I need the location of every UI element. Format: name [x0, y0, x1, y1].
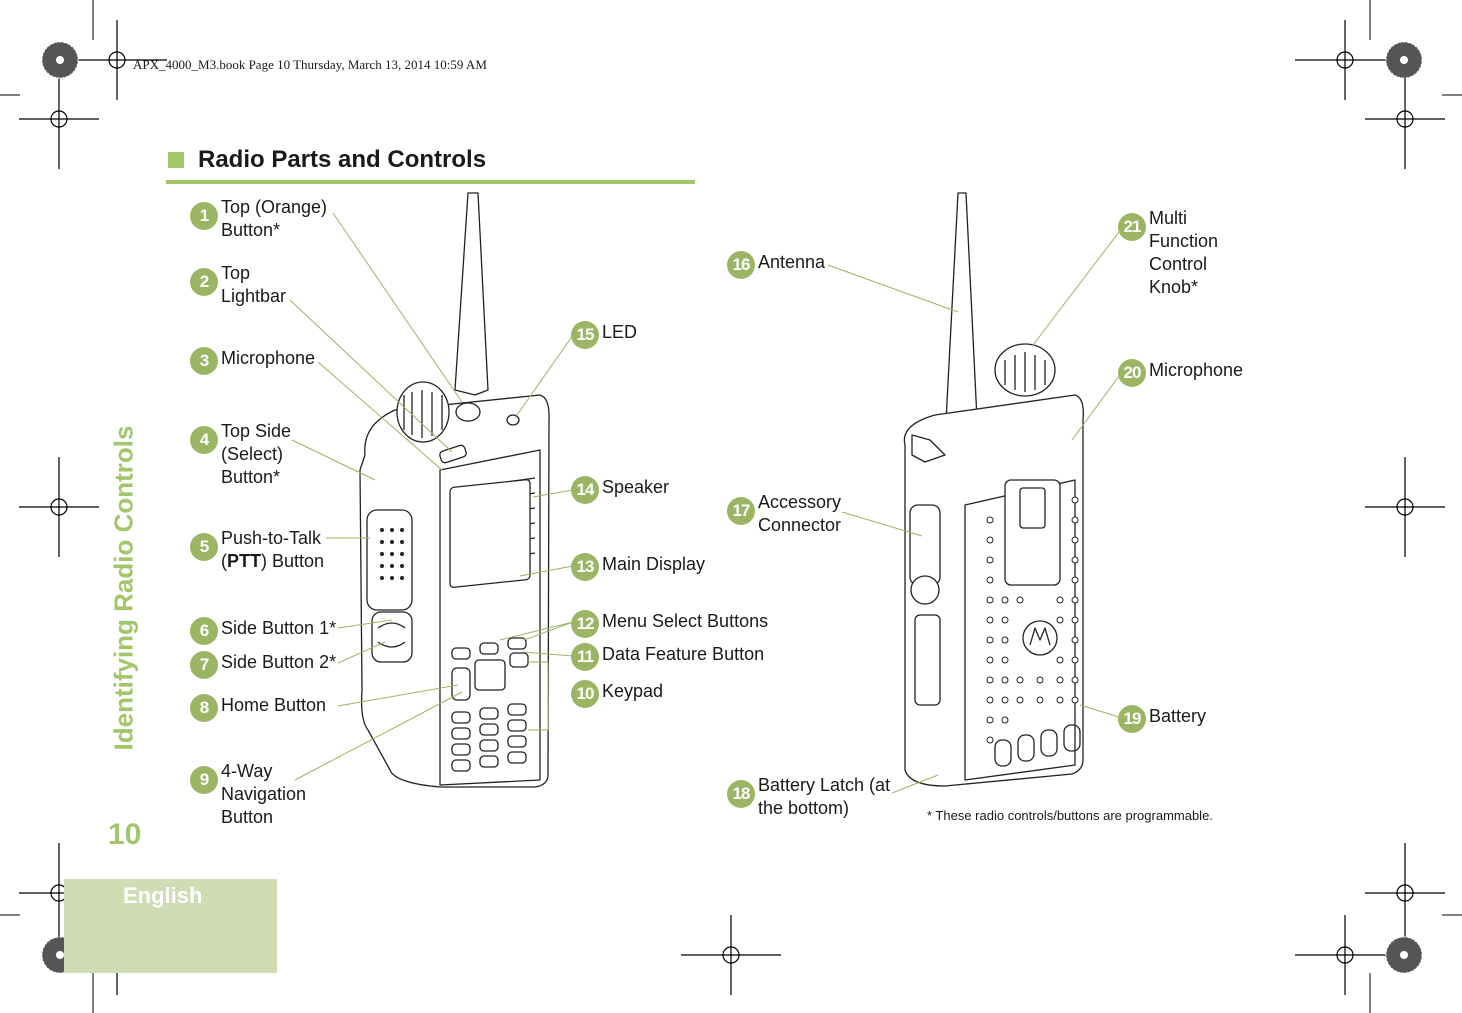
callout-number: 4	[190, 426, 218, 454]
callout-number: 19	[1118, 705, 1146, 733]
callout-label: Side Button 2*	[221, 652, 337, 672]
crosshair-icon	[19, 20, 1445, 995]
callout-label: Microphone	[1149, 360, 1244, 380]
callout-number: 18	[727, 780, 755, 808]
callout-4: 4 Top Side (Select) Button*	[190, 421, 291, 489]
title-rule	[166, 180, 695, 184]
callout-number: 20	[1118, 359, 1146, 387]
callout-20: 20 Microphone	[1118, 359, 1243, 387]
callout-label: Home Button	[221, 695, 327, 715]
callout-6: 6 Side Button 1*	[190, 617, 336, 645]
page-number: 10	[108, 818, 142, 851]
callout-10: 10 Keypad	[571, 680, 663, 708]
callout-2: 2 Top Lightbar	[190, 263, 286, 308]
back-radio	[903, 192, 1084, 787]
callout-number: 16	[727, 251, 755, 279]
callout-18: 18 Battery Latch (at the bottom)	[727, 775, 890, 820]
section-title: Radio Parts and Controls	[198, 146, 487, 173]
callout-label: Antenna	[758, 252, 826, 272]
callout-label: Top Side (Select) Button*	[221, 421, 292, 487]
leader-lines	[289, 212, 1123, 794]
callout-number: 5	[190, 533, 218, 561]
callout-label: Data Feature Button	[602, 644, 765, 664]
callout-label: Side Button 1*	[221, 618, 337, 638]
callout-16: 16 Antenna	[727, 251, 825, 279]
callout-19: 19 Battery	[1118, 705, 1206, 733]
footnote: * These radio controls/buttons are progr…	[927, 808, 1213, 823]
callout-number: 2	[190, 268, 218, 296]
callout-number: 3	[190, 347, 218, 375]
section-square-icon	[168, 152, 184, 168]
callout-label: Keypad	[602, 681, 664, 701]
callout-label: Top (Orange) Button*	[221, 197, 328, 240]
callout-label: Speaker	[602, 477, 670, 497]
callout-14: 14 Speaker	[571, 476, 669, 504]
callout-label: Push-to-Talk (PTT) Button	[221, 528, 325, 571]
callout-number: 17	[727, 497, 755, 525]
callout-label: Menu Select Buttons	[602, 611, 769, 631]
callout-number: 14	[571, 476, 599, 504]
callout-1: 1 Top (Orange) Button*	[190, 197, 327, 242]
callout-number: 13	[571, 553, 599, 581]
callout-number: 21	[1118, 213, 1146, 241]
callout-number: 7	[190, 651, 218, 679]
callout-8: 8 Home Button	[190, 694, 326, 722]
callout-15: 15 LED	[571, 321, 637, 349]
callout-label: Top Lightbar	[221, 263, 287, 306]
callout-label: Multi Function Control Knob*	[1149, 208, 1219, 297]
callout-21: 21 Multi Function Control Knob*	[1118, 208, 1218, 299]
callout-number: 9	[190, 766, 218, 794]
callout-label: Battery Latch (at the bottom)	[758, 775, 891, 818]
callout-number: 12	[571, 610, 599, 638]
callout-number: 6	[190, 617, 218, 645]
callout-13: 13 Main Display	[571, 553, 705, 581]
front-radio	[359, 192, 550, 788]
callout-number: 15	[571, 321, 599, 349]
callout-17: 17 Accessory Connector	[727, 492, 841, 537]
callout-label: Main Display	[602, 554, 706, 574]
callout-label: 4-Way Navigation Button	[221, 761, 307, 827]
language-label: English	[123, 883, 203, 908]
callout-5: 5 Push-to-Talk (PTT) Button	[190, 528, 324, 573]
callout-number: 10	[571, 680, 599, 708]
callout-number: 1	[190, 202, 218, 230]
callout-label: Microphone	[221, 348, 316, 368]
callout-label: LED	[602, 322, 638, 342]
callout-3: 3 Microphone	[190, 347, 315, 375]
callout-label: Battery	[1149, 706, 1207, 726]
callout-11: 11 Data Feature Button	[571, 643, 764, 671]
print-mark: APX_4000_M3.book Page 10 Thursday, March…	[133, 57, 487, 72]
callout-7: 7 Side Button 2*	[190, 651, 336, 679]
callout-9: 9 4-Way Navigation Button	[190, 761, 306, 829]
callout-number: 8	[190, 694, 218, 722]
callout-number: 11	[571, 643, 599, 671]
language-tab	[64, 879, 277, 973]
callout-12: 12 Menu Select Buttons	[571, 610, 768, 638]
callout-label: Accessory Connector	[758, 492, 842, 535]
